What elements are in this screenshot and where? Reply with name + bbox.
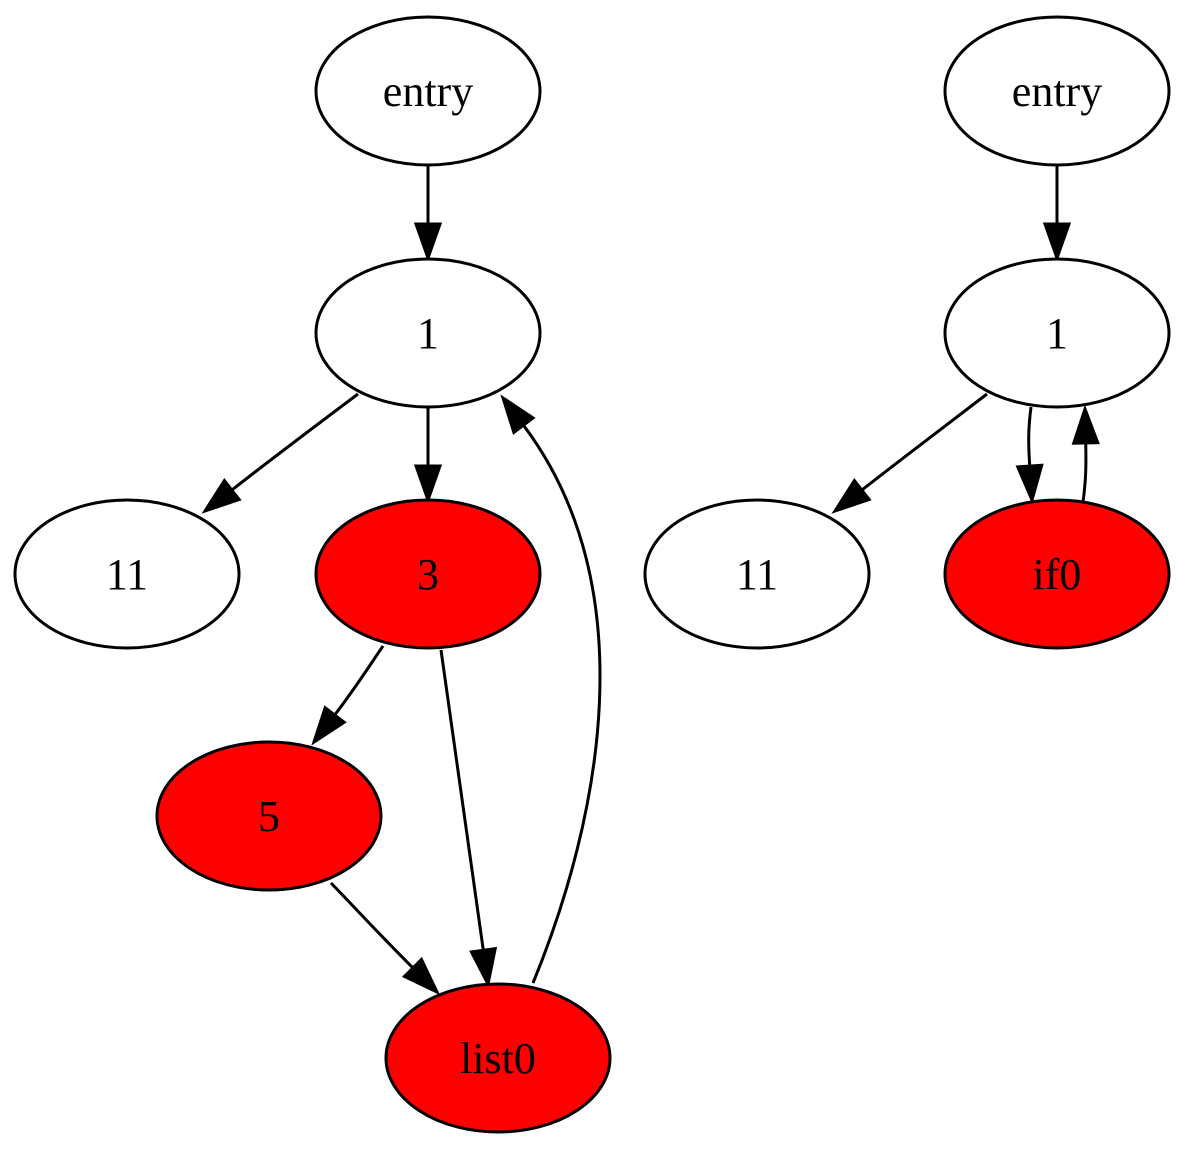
node-label: 3 bbox=[417, 550, 439, 599]
edge-line bbox=[333, 645, 385, 716]
arrowhead bbox=[831, 478, 872, 514]
edge-line bbox=[230, 392, 359, 492]
node-ellipse bbox=[643, 498, 871, 650]
node-ellipse bbox=[314, 15, 542, 167]
arrowhead bbox=[413, 222, 443, 263]
edge-n1-to-n3 bbox=[413, 407, 443, 505]
edge-entry-to-n1 bbox=[1042, 165, 1072, 263]
arrowhead bbox=[413, 464, 443, 505]
node-label: list0 bbox=[460, 1034, 536, 1083]
edge-line bbox=[439, 649, 485, 951]
node-ellipse bbox=[943, 257, 1171, 409]
node-label: entry bbox=[1012, 67, 1102, 116]
node-label: 1 bbox=[1046, 309, 1068, 358]
edge-n1-to-if0 bbox=[1015, 406, 1044, 505]
node-1: 1 bbox=[943, 257, 1171, 409]
node-ellipse bbox=[13, 498, 241, 650]
node-ellipse bbox=[155, 740, 383, 892]
arrowhead bbox=[500, 394, 536, 435]
node-label: 11 bbox=[106, 550, 148, 599]
edge-line bbox=[329, 881, 415, 970]
node-if0: if0 bbox=[943, 498, 1171, 650]
edge-line bbox=[1027, 406, 1033, 467]
edge-n3-to-n5 bbox=[311, 645, 385, 746]
node-label: 1 bbox=[417, 309, 439, 358]
node-label: if0 bbox=[1033, 550, 1082, 599]
node-ellipse bbox=[384, 982, 612, 1134]
edge-n1-to-n11 bbox=[201, 392, 359, 514]
arrowhead bbox=[401, 956, 441, 996]
node-1: 1 bbox=[314, 257, 542, 409]
node-ellipse bbox=[943, 15, 1171, 167]
node-label: 5 bbox=[258, 792, 280, 841]
arrowhead bbox=[311, 705, 347, 746]
node-11: 11 bbox=[13, 498, 241, 650]
node-entry: entry bbox=[314, 15, 542, 167]
edge-if0-to-n1 bbox=[1071, 404, 1100, 503]
edge-n5-to-list0 bbox=[329, 881, 441, 996]
edge-line bbox=[522, 424, 602, 984]
arrowhead bbox=[1015, 463, 1044, 505]
arrowhead bbox=[1071, 404, 1100, 445]
node-label: entry bbox=[383, 67, 473, 116]
node-list0: list0 bbox=[384, 982, 612, 1134]
arrowhead bbox=[469, 946, 498, 989]
node-ellipse bbox=[943, 498, 1171, 650]
edge-n3-to-list0 bbox=[439, 649, 498, 989]
edges-layer bbox=[201, 165, 1100, 996]
edge-list0-to-n1 bbox=[500, 394, 602, 984]
node-ellipse bbox=[314, 498, 542, 650]
node-entry: entry bbox=[943, 15, 1171, 167]
arrowhead bbox=[1042, 222, 1072, 263]
edge-line bbox=[1081, 442, 1088, 503]
arrowhead bbox=[201, 478, 242, 514]
node-ellipse bbox=[314, 257, 542, 409]
edge-line bbox=[860, 392, 988, 492]
node-3: 3 bbox=[314, 498, 542, 650]
node-label: 11 bbox=[736, 550, 778, 599]
edge-entry-to-n1 bbox=[413, 165, 443, 263]
edge-n1-to-n11 bbox=[831, 392, 988, 514]
node-11: 11 bbox=[643, 498, 871, 650]
node-5: 5 bbox=[155, 740, 383, 892]
